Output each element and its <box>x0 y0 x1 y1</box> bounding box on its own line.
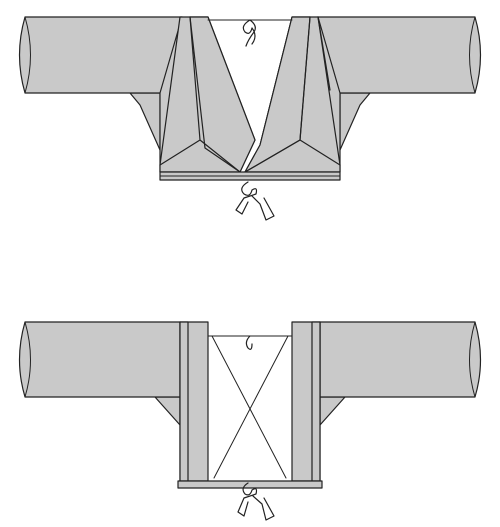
left-sleeve-cuff <box>24 16 31 94</box>
left-sleeve <box>18 16 183 94</box>
bottom-tie-bow-2 <box>237 482 275 521</box>
hem-band-bottom <box>177 480 323 489</box>
left-underarm-gusset-2 <box>154 396 181 426</box>
left-lapel-fold-lines <box>159 16 241 173</box>
right-lapel-fold-lines <box>244 16 341 173</box>
right-sleeve-cuff-2 <box>469 321 476 398</box>
neck-knot-2 <box>245 335 253 350</box>
right-underarm-gusset <box>339 92 371 151</box>
right-underarm-gusset-2 <box>319 396 346 426</box>
left-underarm-gusset <box>129 92 161 151</box>
right-sleeve <box>317 16 482 94</box>
left-front-strip <box>179 321 189 482</box>
cross-tie-left-to-right <box>211 335 287 479</box>
jacket-overlapping-lapels <box>18 16 482 221</box>
bottom-tie-bow <box>235 181 275 221</box>
left-sleeve-2 <box>18 321 181 398</box>
right-front-strip <box>311 321 321 482</box>
left-sleeve-cuff-2 <box>24 321 31 398</box>
cross-tie-right-to-left <box>213 335 289 479</box>
right-sleeve-cuff <box>469 16 476 94</box>
jacket-crossed-ties <box>18 321 482 521</box>
left-lapel <box>189 16 256 173</box>
neck-bow <box>242 19 256 47</box>
right-sleeve-2 <box>319 321 482 398</box>
